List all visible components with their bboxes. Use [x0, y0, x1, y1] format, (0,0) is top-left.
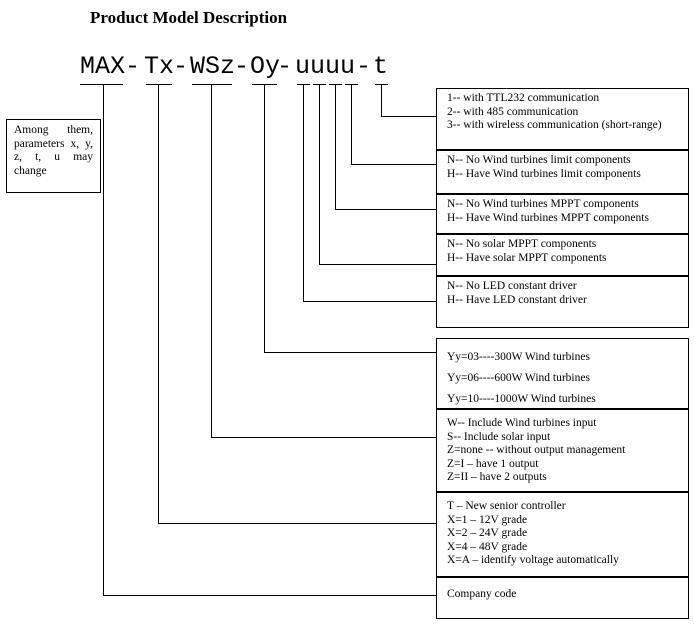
box-line: Yy=03----300W Wind turbines	[447, 351, 590, 363]
box-line: 1-- with TTL232 communication	[447, 92, 600, 104]
leader-u4	[351, 84, 436, 165]
box-line: W-- Include Wind turbines input	[447, 417, 597, 429]
parameters-note: Among them, parameters x, y, z, t, u may…	[6, 119, 101, 193]
box-line: X=A – identify voltage automatically	[447, 554, 619, 567]
box-communication: 1-- with TTL232 communication 2-- with 4…	[436, 88, 689, 150]
box-line: H-- Have solar MPPT components	[447, 251, 607, 264]
box-line: X=4 – 48V grade	[447, 540, 528, 553]
code-max: MAX	[80, 52, 126, 81]
box-line: N-- No Wind turbines limit components	[447, 154, 631, 166]
box-wind-power: Yy=03----300W Wind turbines Yy=06----600…	[436, 338, 689, 409]
leader-u1	[303, 84, 436, 302]
box-line: H-- Have LED constant driver	[447, 293, 587, 306]
leader-max	[103, 84, 436, 596]
leader-u2	[319, 84, 436, 265]
box-line: H-- Have Wind turbines limit components	[447, 167, 641, 180]
code-oy: Oy	[250, 52, 281, 81]
box-line: Company code	[447, 588, 517, 600]
box-line: Z=none -- without output management	[447, 444, 626, 457]
leader-t	[381, 84, 436, 117]
code-dash: -	[173, 52, 189, 81]
box-line: X=1 – 12V grade	[447, 513, 528, 526]
leader-oy	[264, 84, 436, 353]
box-line: N-- No solar MPPT components	[447, 238, 597, 250]
box-line: Z=I – have 1 output	[447, 457, 539, 470]
box-solar-mppt: N-- No solar MPPT components H-- Have so…	[436, 234, 689, 276]
box-led-driver: N-- No LED constant driver H-- Have LED …	[436, 276, 689, 328]
code-t: t	[373, 52, 389, 81]
box-line: N-- No Wind turbines MPPT components	[447, 198, 639, 210]
box-controller-grade: T – New senior controller X=1 – 12V grad…	[436, 492, 689, 577]
box-line: N-- No LED constant driver	[447, 280, 577, 292]
code-dash: -	[125, 52, 141, 81]
box-line: Yy=06----600W Wind turbines	[447, 372, 590, 384]
box-wind-mppt: N-- No Wind turbines MPPT components H--…	[436, 194, 689, 234]
code-wsz: WSz	[190, 52, 236, 81]
box-line: Yy=10----1000W Wind turbines	[447, 393, 596, 405]
box-line: H-- Have Wind turbines MPPT components	[447, 211, 649, 224]
box-line: 3-- with wireless communication (short-r…	[447, 119, 662, 132]
box-line: S-- Include solar input	[447, 430, 551, 443]
box-line: 2-- with 485 communication	[447, 105, 579, 118]
code-dash: -	[234, 52, 250, 81]
box-line: T – New senior controller	[447, 500, 566, 512]
box-company-code: Company code	[436, 577, 689, 619]
code-dash: -	[356, 52, 372, 81]
code-uuuu: uuuu	[295, 52, 356, 81]
code-dash: -	[277, 52, 293, 81]
box-inputs: W-- Include Wind turbines input S-- Incl…	[436, 409, 689, 492]
code-tx: Tx	[144, 52, 175, 81]
leader-tx	[158, 84, 436, 524]
page-title: Product Model Description	[90, 8, 288, 27]
box-wind-limit: N-- No Wind turbines limit components H-…	[436, 150, 689, 194]
box-line: Z=II – have 2 outputs	[447, 471, 547, 484]
leader-wsz	[211, 84, 436, 438]
leader-u3	[335, 84, 436, 210]
box-line: X=2 – 24V grade	[447, 527, 528, 540]
